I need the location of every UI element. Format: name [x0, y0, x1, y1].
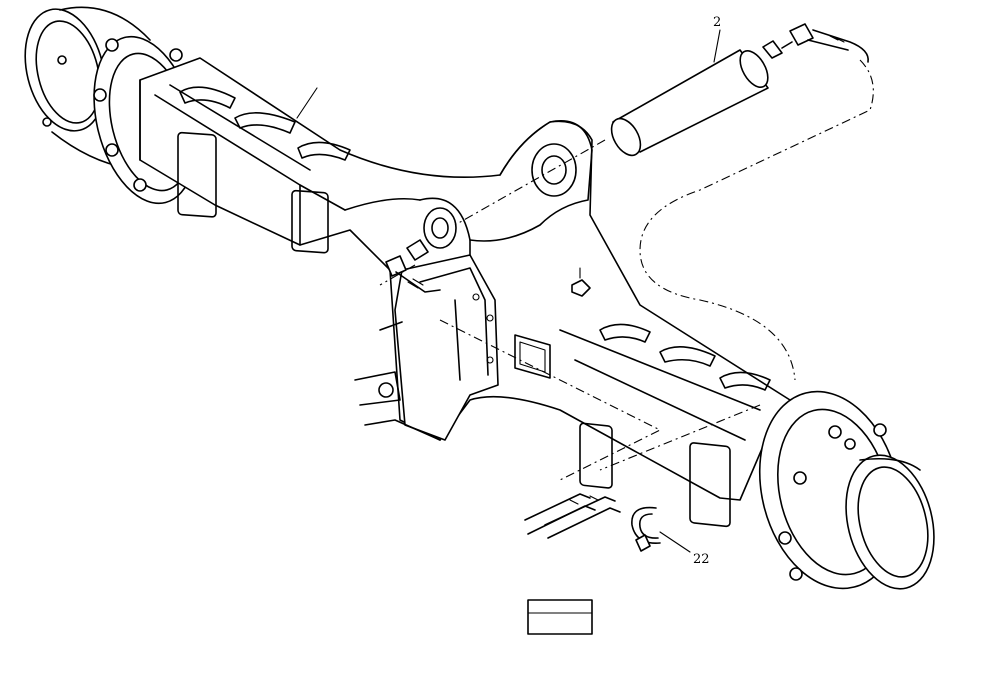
snap-ring: [631, 506, 661, 552]
callout-22-label: 22: [693, 552, 710, 567]
right-hub-studs: [778, 423, 887, 581]
hydraulic-fittings: [385, 239, 441, 293]
pivot-pin: [610, 23, 869, 157]
differential-housing: [354, 254, 499, 441]
callout-2-label: 2: [713, 15, 721, 30]
callout-leaders: [296, 29, 721, 553]
right-wheel-hub: [758, 390, 935, 590]
assembly-lines: [379, 59, 874, 481]
hose-ends: [524, 493, 621, 539]
drawing-stamp: [527, 599, 593, 635]
